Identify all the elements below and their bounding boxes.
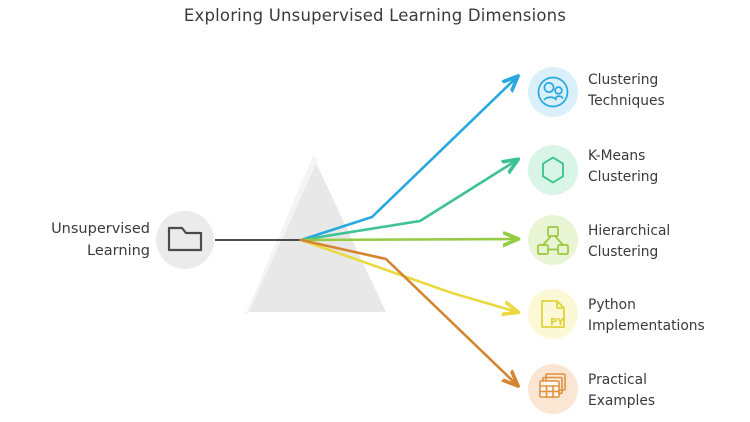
branch-node-clustering-techniques[interactable]	[528, 67, 578, 117]
branch-badge-circle	[528, 215, 578, 265]
ray-practical-examples	[299, 238, 517, 385]
python-file-icon	[541, 300, 565, 328]
folder-icon	[167, 226, 203, 252]
branch-label-hierarchical-clustering: Hierarchical Clustering	[588, 223, 671, 260]
prism-triangle	[243, 153, 386, 314]
ray-clustering-techniques	[299, 77, 517, 242]
branch-label-k-means-clustering: K-Means Clustering	[588, 148, 659, 185]
ray-python-implementations	[299, 238, 517, 312]
branch-node-hierarchical-clustering[interactable]	[528, 215, 578, 265]
branch-badge-circle	[528, 145, 578, 195]
ray-k-means-clustering	[299, 160, 517, 242]
source-node-label: Unsupervised Learning	[51, 221, 150, 259]
branch-node-python-implementations[interactable]: PY	[528, 289, 578, 339]
python-file-icon-text: PY	[550, 317, 564, 328]
branch-badge-circle	[528, 289, 578, 339]
users-group-icon	[537, 76, 569, 108]
branch-label-practical-examples: Practical Examples	[588, 372, 656, 409]
source-node-circle	[156, 211, 214, 269]
branch-node-k-means-clustering[interactable]	[528, 145, 578, 195]
branch-label-python-implementations: Python Implementations	[588, 297, 705, 334]
hexagon-icon	[542, 156, 564, 184]
hierarchy-tree-icon	[537, 226, 569, 255]
source-node[interactable]	[156, 211, 214, 269]
branch-badge-circle	[528, 67, 578, 117]
ray-hierarchical-clustering	[299, 239, 517, 240]
branch-label-clustering-techniques: Clustering Techniques	[588, 72, 665, 109]
branch-node-practical-examples[interactable]	[528, 364, 578, 414]
page-title: Exploring Unsupervised Learning Dimensio…	[183, 6, 567, 25]
spreadsheet-stack-icon	[539, 373, 566, 398]
